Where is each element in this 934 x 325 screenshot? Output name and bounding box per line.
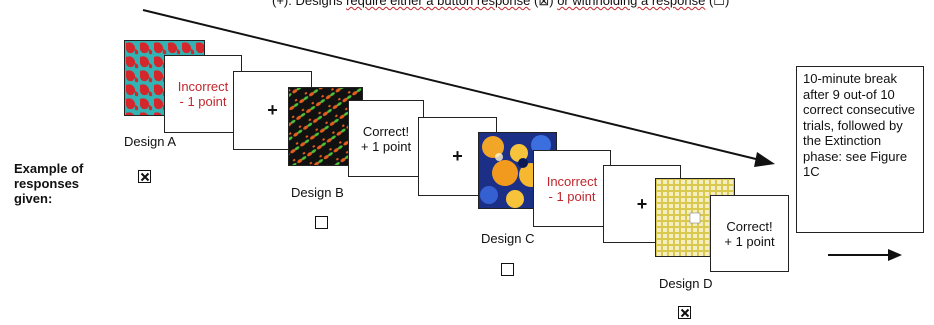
header-mid: or withholding a response <box>557 0 706 8</box>
header-caption: (+): Designs require either a button res… <box>272 0 729 8</box>
design-a-feedback: Incorrect - 1 point <box>164 55 242 133</box>
header-pre: (+): Designs <box>272 0 343 8</box>
design-d-response-checked <box>678 306 691 319</box>
break-description: 10-minute break after 9 out-of 10 correc… <box>796 66 924 233</box>
design-c-label: Design C <box>481 231 535 246</box>
fixation-3-text: + <box>636 193 648 214</box>
design-b-response-empty <box>315 216 328 229</box>
design-c-feedback-text: Incorrect - 1 point <box>546 173 598 204</box>
design-b-feedback-text: Correct! + 1 point <box>360 123 412 154</box>
design-b-label: Design B <box>291 185 344 200</box>
design-b-feedback: Correct! + 1 point <box>348 100 424 177</box>
design-a-label: Design A <box>124 134 177 149</box>
design-a-feedback-text: Incorrect - 1 point <box>177 79 229 109</box>
responses-label: Example of responses given: <box>14 161 84 206</box>
design-d-feedback-text: Correct! + 1 point <box>724 218 775 249</box>
design-c-response-empty <box>501 263 514 276</box>
design-c-feedback: Incorrect - 1 point <box>533 150 611 227</box>
header-wavy: require either a button response <box>346 0 531 8</box>
header-check: (⊠) <box>534 0 554 8</box>
fixation-2-text: + <box>452 146 463 166</box>
header-box: (☐) <box>708 0 730 8</box>
design-d-label: Design D <box>659 276 713 291</box>
design-d-feedback: Correct! + 1 point <box>710 195 789 272</box>
design-a-response-checked <box>138 170 151 183</box>
fixation-1-text: + <box>267 100 278 120</box>
